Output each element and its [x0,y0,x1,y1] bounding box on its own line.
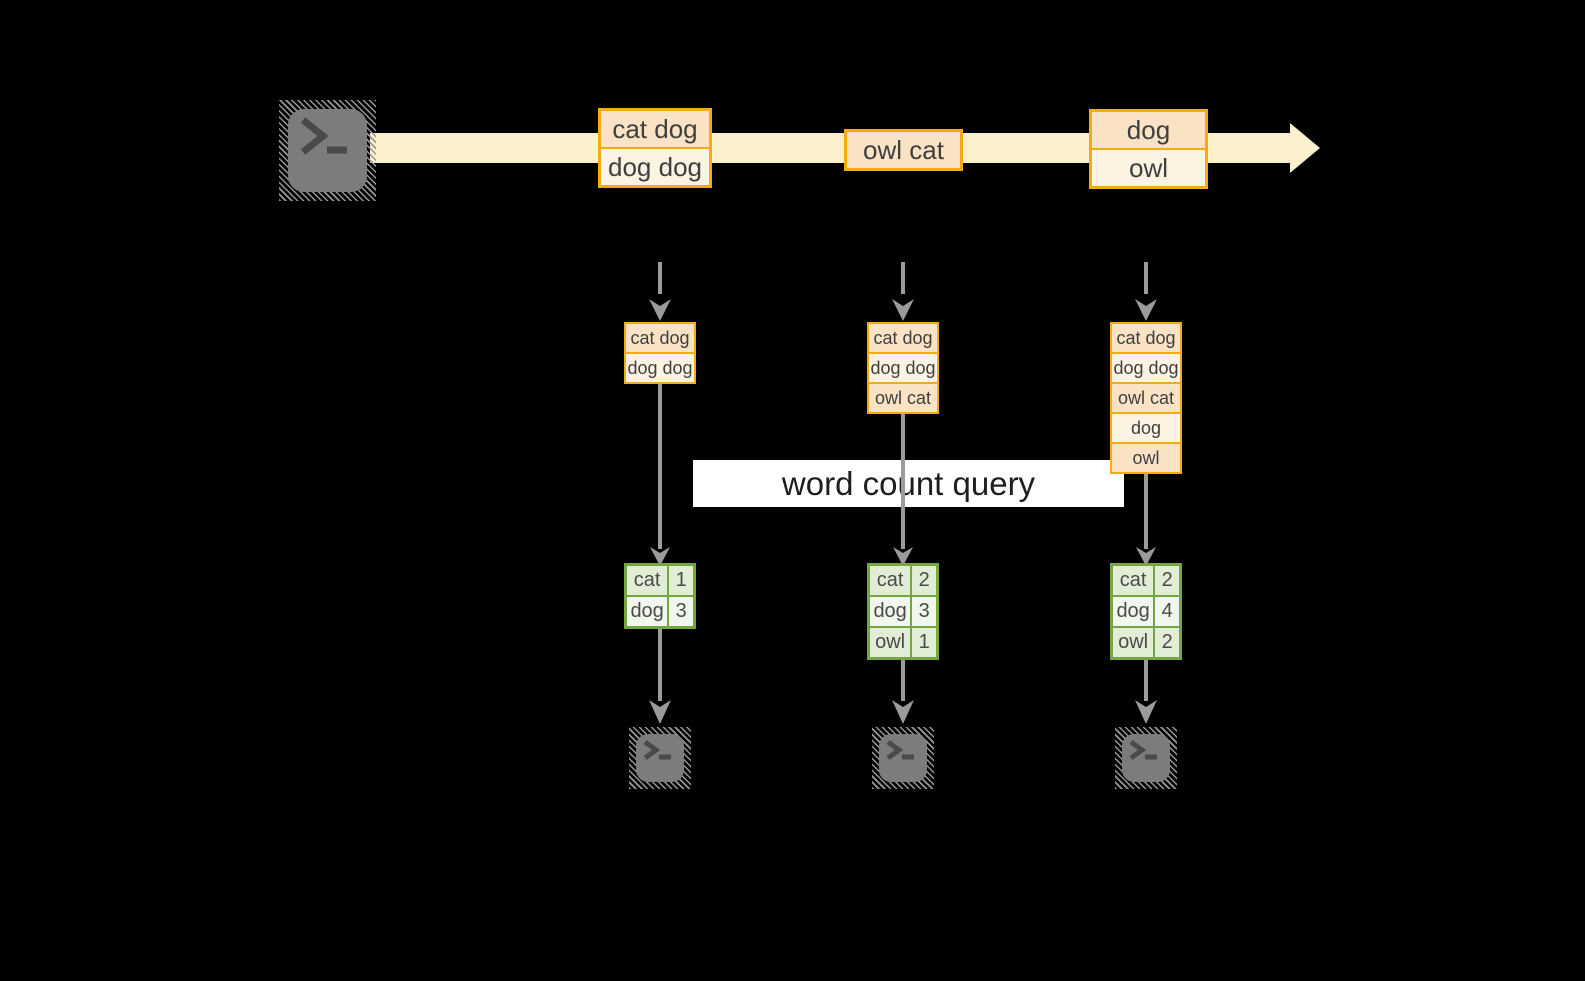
result-table-3: cat 2 dog 4 owl 2 [1110,563,1182,660]
table-row: dog 3 [627,595,693,626]
batch-line: owl [1092,148,1205,186]
query-label: word count query [693,460,1124,507]
count-cell: 2 [1161,569,1173,591]
state-line: dog [1112,412,1180,442]
batch-line: owl cat [847,132,960,168]
sink-terminal-icon-2 [872,727,934,789]
table-row: cat 1 [627,566,693,595]
source-terminal-icon [279,100,376,201]
word-cell: cat [870,566,913,595]
prompt-glyph-icon [300,117,347,155]
prompt-glyph-icon [1129,739,1157,761]
word-cell: dog [627,597,670,626]
sink-arrow-2 [892,660,914,724]
dashed-arrow-2 [892,262,914,321]
sink-arrow-3 [1135,660,1157,724]
dashed-arrow-3 [1135,262,1157,321]
dashed-arrow-1 [649,262,671,321]
count-cell: 3 [918,600,930,622]
state-line: cat dog [869,324,937,352]
sink-terminal-icon-1 [629,727,691,789]
table-row: owl 2 [1113,626,1179,657]
count-cell: 4 [1161,600,1173,622]
batch-box-3: dog owl [1089,109,1208,189]
state-line: dog dog [869,352,937,382]
word-cell: owl [1113,628,1156,657]
result-table-2: cat 2 dog 3 owl 1 [867,563,939,660]
count-cell: 2 [918,569,930,591]
word-cell: cat [627,566,670,595]
count-cell: 3 [675,600,687,622]
state-line: cat dog [626,324,694,352]
state-box-2: cat dog dog dog owl cat [867,322,939,414]
state-line: dog dog [1112,352,1180,382]
result-table-1: cat 1 dog 3 [624,563,696,629]
query-arrow-2 [893,414,913,566]
batch-box-1: cat dog dog dog [598,108,712,188]
state-line: owl [1112,442,1180,472]
state-line: dog dog [626,352,694,382]
state-line: owl cat [1112,382,1180,412]
query-arrow-3 [1136,474,1156,566]
batch-line: dog dog [601,147,709,185]
table-row: owl 1 [870,626,936,657]
table-row: dog 3 [870,595,936,626]
batch-line: dog [1092,112,1205,148]
state-box-1: cat dog dog dog [624,322,696,384]
table-row: cat 2 [1113,566,1179,595]
word-cell: dog [1113,597,1156,626]
count-cell: 1 [675,569,687,591]
batch-box-2: owl cat [844,129,963,171]
prompt-glyph-icon [886,739,914,761]
query-arrow-1 [650,384,670,566]
batch-line: cat dog [601,111,709,147]
sink-terminal-icon-3 [1115,727,1177,789]
state-box-3: cat dog dog dog owl cat dog owl [1110,322,1182,474]
word-cell: owl [870,628,913,657]
sink-arrow-1 [649,629,671,724]
word-cell: dog [870,597,913,626]
state-line: cat dog [1112,324,1180,352]
table-row: dog 4 [1113,595,1179,626]
state-line: owl cat [869,382,937,412]
count-cell: 1 [918,631,930,653]
stream-arrowhead-icon [1290,123,1320,173]
count-cell: 2 [1161,631,1173,653]
word-cell: cat [1113,566,1156,595]
table-row: cat 2 [870,566,936,595]
prompt-glyph-icon [643,739,671,761]
